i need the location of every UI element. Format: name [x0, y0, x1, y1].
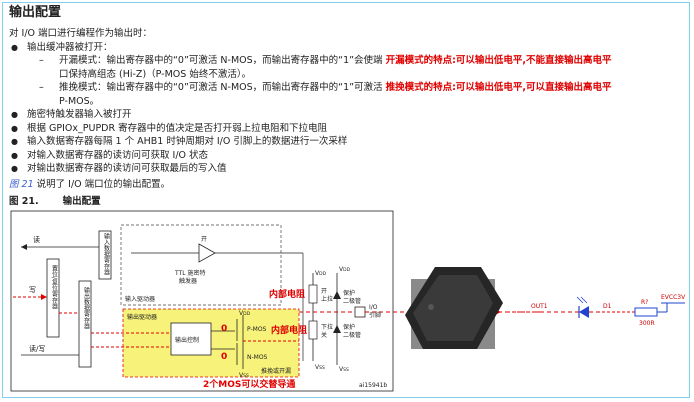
label-on: 开 [201, 236, 207, 243]
input-data-register [98, 230, 112, 280]
dash-mark: – [39, 55, 44, 66]
annot-internal-r-1: 内部电阻 [269, 288, 305, 300]
label-pmos: P-MOS [247, 326, 267, 333]
led-icon [579, 306, 589, 318]
figure-caption: 图 21. 输出配置 [9, 193, 101, 207]
bullet-item: 对输出数据寄存器的读访问可获取最后的写入值 [9, 162, 689, 176]
label-vdd-driver: VDD [239, 310, 251, 317]
annot-alt-mos: 2个MOS可以交替导通 [203, 378, 295, 390]
output-config-diagram: 读 写 读/写 置位/复位寄存器 输出数据寄存器 输入数据寄存器 输入驱动器 输… [10, 210, 686, 392]
opendrain-line: – 开漏模式：输出寄存器中的“0”可激活 N-MOS，而输出寄存器中的“1”会使… [9, 54, 689, 68]
pushpull-note: 推挽模式的特点:可以输出低电平,可以直接输出高电平 [385, 82, 612, 93]
pushpull-cont: P-MOS。 [59, 95, 100, 107]
mcu-chip-icon [405, 267, 503, 349]
label-resistor-value: 300R [639, 320, 655, 327]
label-io-pin-2: 引脚 [369, 311, 381, 319]
label-input-driver: 输入驱动器 [125, 295, 155, 303]
figure-reference: 图 21 说明了 I/O 端口位的输出配置。 [9, 178, 689, 192]
label-protect-diode-1: 保护 [343, 289, 355, 297]
label-vdd-pullup: VDD [315, 270, 327, 277]
schmitt-trigger-icon [198, 243, 216, 263]
opendrain-note: 开漏模式的特点:可以输出低电平,不能直接输出高电平 [385, 55, 612, 66]
document-body: 输出配置 对 I/O 端口进行编程作为输出时： 输出缓冲器被打开： – 开漏模式… [9, 5, 689, 191]
bullet-item: 对输入数据寄存器的读访问可获取 I/O 状态 [9, 149, 689, 163]
input-driver-area [120, 224, 282, 306]
label-code: ai15941b [359, 382, 387, 389]
output-control-block [170, 322, 212, 356]
label-resistor: R? [641, 299, 648, 306]
label-protect-diode-2b: 二极管 [343, 331, 361, 339]
label-vdd-diode: VDD [339, 266, 351, 273]
label-vcc: EVCC3V [661, 294, 686, 301]
screenshot-frame: 输出配置 对 I/O 端口进行编程作为输出时： 输出缓冲器被打开： – 开漏模式… [2, 2, 690, 398]
label-led: D1 [603, 303, 612, 310]
figure-ref-text: 说明了 I/O 端口位的输出配置。 [33, 178, 171, 190]
annot-internal-r-2: 内部电阻 [271, 324, 307, 336]
dash-mark: – [39, 82, 44, 93]
output-data-register [78, 280, 92, 368]
diagram-border [10, 210, 394, 392]
opendrain-cont: 口保持高组态 (Hi-Z)（P-MOS 始终不激活）。 [59, 68, 252, 80]
protection-diode-icon [333, 291, 341, 299]
label-ttl-2: 触发器 [179, 277, 197, 285]
bullet-output-buffer: 输出缓冲器被打开： [9, 41, 689, 55]
label-nmos: N-MOS [247, 354, 268, 361]
section-heading: 输出配置 [9, 5, 62, 20]
figure-title: 输出配置 [62, 196, 101, 207]
bullet-item: 根据 GPIOx_PUPDR 寄存器中的值决定是否打开弱上拉电阻和下拉电阻 [9, 122, 689, 136]
pushpull-line: – 推挽模式：输出寄存器中的“0”可激活 N-MOS，而输出寄存器中的“1”可激… [9, 81, 689, 95]
label-bsrr: 置位/复位寄存器 [51, 265, 58, 310]
label-vss-pulldown: VSS [315, 364, 325, 371]
resistor-icon [634, 307, 658, 317]
label-ttl: TTL 施密特 [174, 269, 205, 277]
protection-diode-icon [333, 325, 341, 333]
label-output-driver: 输出驱动器 [127, 313, 157, 321]
label-vss-diode: VSS [339, 366, 349, 373]
pullup-resistor [308, 284, 318, 304]
label-pp-od: 推挽或开漏 [261, 367, 291, 375]
pushpull-text: 推挽模式：输出寄存器中的“0”可激活 N-MOS，而输出寄存器中的“1”可激活 [59, 82, 383, 93]
label-pulldown: 下拉 [321, 323, 333, 331]
annot-zero-2: 0 [221, 352, 227, 362]
annot-zero-1: 0 [221, 324, 227, 334]
figure-link[interactable]: 图 21 [9, 178, 34, 190]
label-io-pin: I/O [369, 304, 378, 311]
bullet-item: 输入数据寄存器每隔 1 个 AHB1 时钟周期对 I/O 引脚上的数据进行一次采… [9, 135, 689, 149]
label-off: 关 [321, 331, 327, 339]
label-pullup: 上拉 [321, 295, 333, 303]
bullet-item: 施密特触发器输入被打开 [9, 108, 689, 122]
pulldown-resistor [308, 320, 318, 340]
label-readwrite: 读/写 [29, 344, 45, 353]
bsrr-register [46, 258, 60, 338]
label-odr: 输出数据寄存器 [83, 286, 90, 330]
opendrain-text: 开漏模式：输出寄存器中的“0”可激活 N-MOS，而输出寄存器中的“1”会使端 [59, 55, 383, 66]
io-pin-box [354, 306, 366, 318]
label-on-short: 开 [321, 288, 327, 295]
label-protect-diode-1b: 二极管 [343, 297, 361, 305]
intro-line: 对 I/O 端口进行编程作为输出时： [9, 28, 153, 39]
label-write: 写 [29, 286, 36, 294]
figure-label: 图 21. [9, 196, 39, 207]
label-idr: 输入数据寄存器 [103, 232, 110, 276]
label-protect-diode-2: 保护 [343, 323, 355, 331]
label-led-net: OUT1 [531, 303, 548, 310]
label-output-control: 输出控制 [175, 336, 199, 344]
label-vss-driver: VSS [239, 372, 249, 379]
label-read: 读 [33, 235, 40, 244]
